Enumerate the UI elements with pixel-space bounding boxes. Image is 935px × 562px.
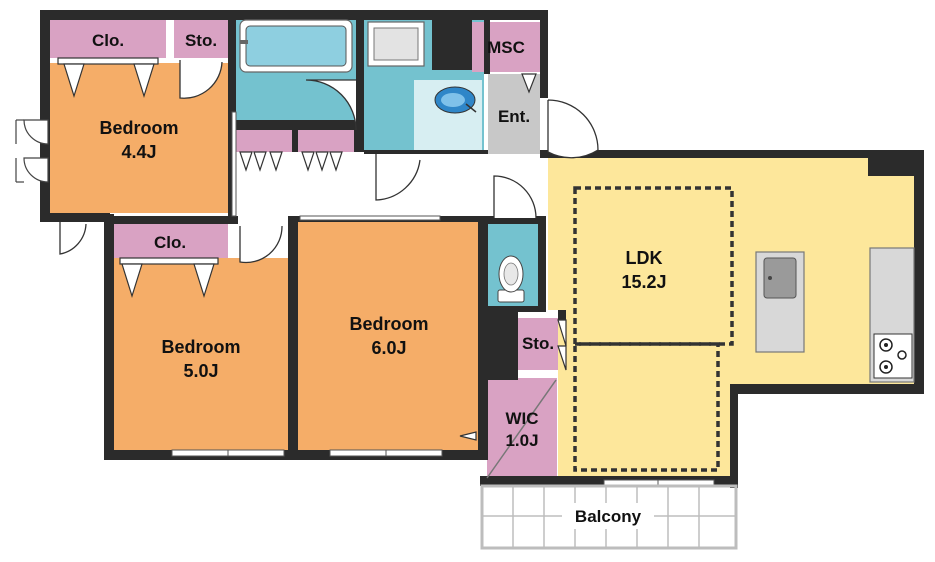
bathtub-icon [239,19,353,73]
walls [40,10,924,488]
closet-a-box [50,20,166,58]
wic-size: 1.0J [505,431,538,450]
storage-b-label: Sto. [522,334,554,353]
stove-icon [869,247,915,383]
ldk-size: 15.2J [621,272,666,292]
msc-label: MSC [487,38,525,57]
ldk-name: LDK [626,248,663,268]
washing-machine-icon [367,21,425,67]
bedroom-a-size: 4.4J [121,142,156,162]
bedroom-floor-b [111,258,288,450]
side-windows [15,119,49,183]
storage-a-box [174,20,228,58]
hall-closet-right [298,130,354,152]
bedroom-b-name: Bedroom [161,337,240,357]
ldk-floor [548,158,914,480]
closet-b-label: Clo. [154,233,186,252]
closet-b-box [112,224,228,258]
toilet-icon [497,255,525,303]
balcony-label-bg [562,503,654,529]
storage-b-box [518,318,558,370]
ldk-dashed-zones [573,186,734,472]
door-swings [59,60,599,264]
bedroom-floor-c [298,222,479,450]
washbasin-icon [434,86,477,114]
kitchen-sink-icon [755,251,805,353]
hall-closet-left [236,130,292,152]
storage-a-label: Sto. [185,31,217,50]
entrance-label: Ent. [498,107,530,126]
balcony-label: Balcony [575,507,642,526]
wic-diagonal [486,379,557,479]
msc-box [472,22,540,72]
room-labels: Clo. Sto. MSC Ent. Bedroom 4.4J Clo. Bed… [92,31,667,526]
wic-name: WIC [505,409,538,428]
closet-doors [57,57,567,441]
closet-a-label: Clo. [92,31,124,50]
bedroom-c-name: Bedroom [349,314,428,334]
bedroom-b-size: 5.0J [183,361,218,381]
bedroom-a-name: Bedroom [99,118,178,138]
bedroom-c-size: 6.0J [371,338,406,358]
